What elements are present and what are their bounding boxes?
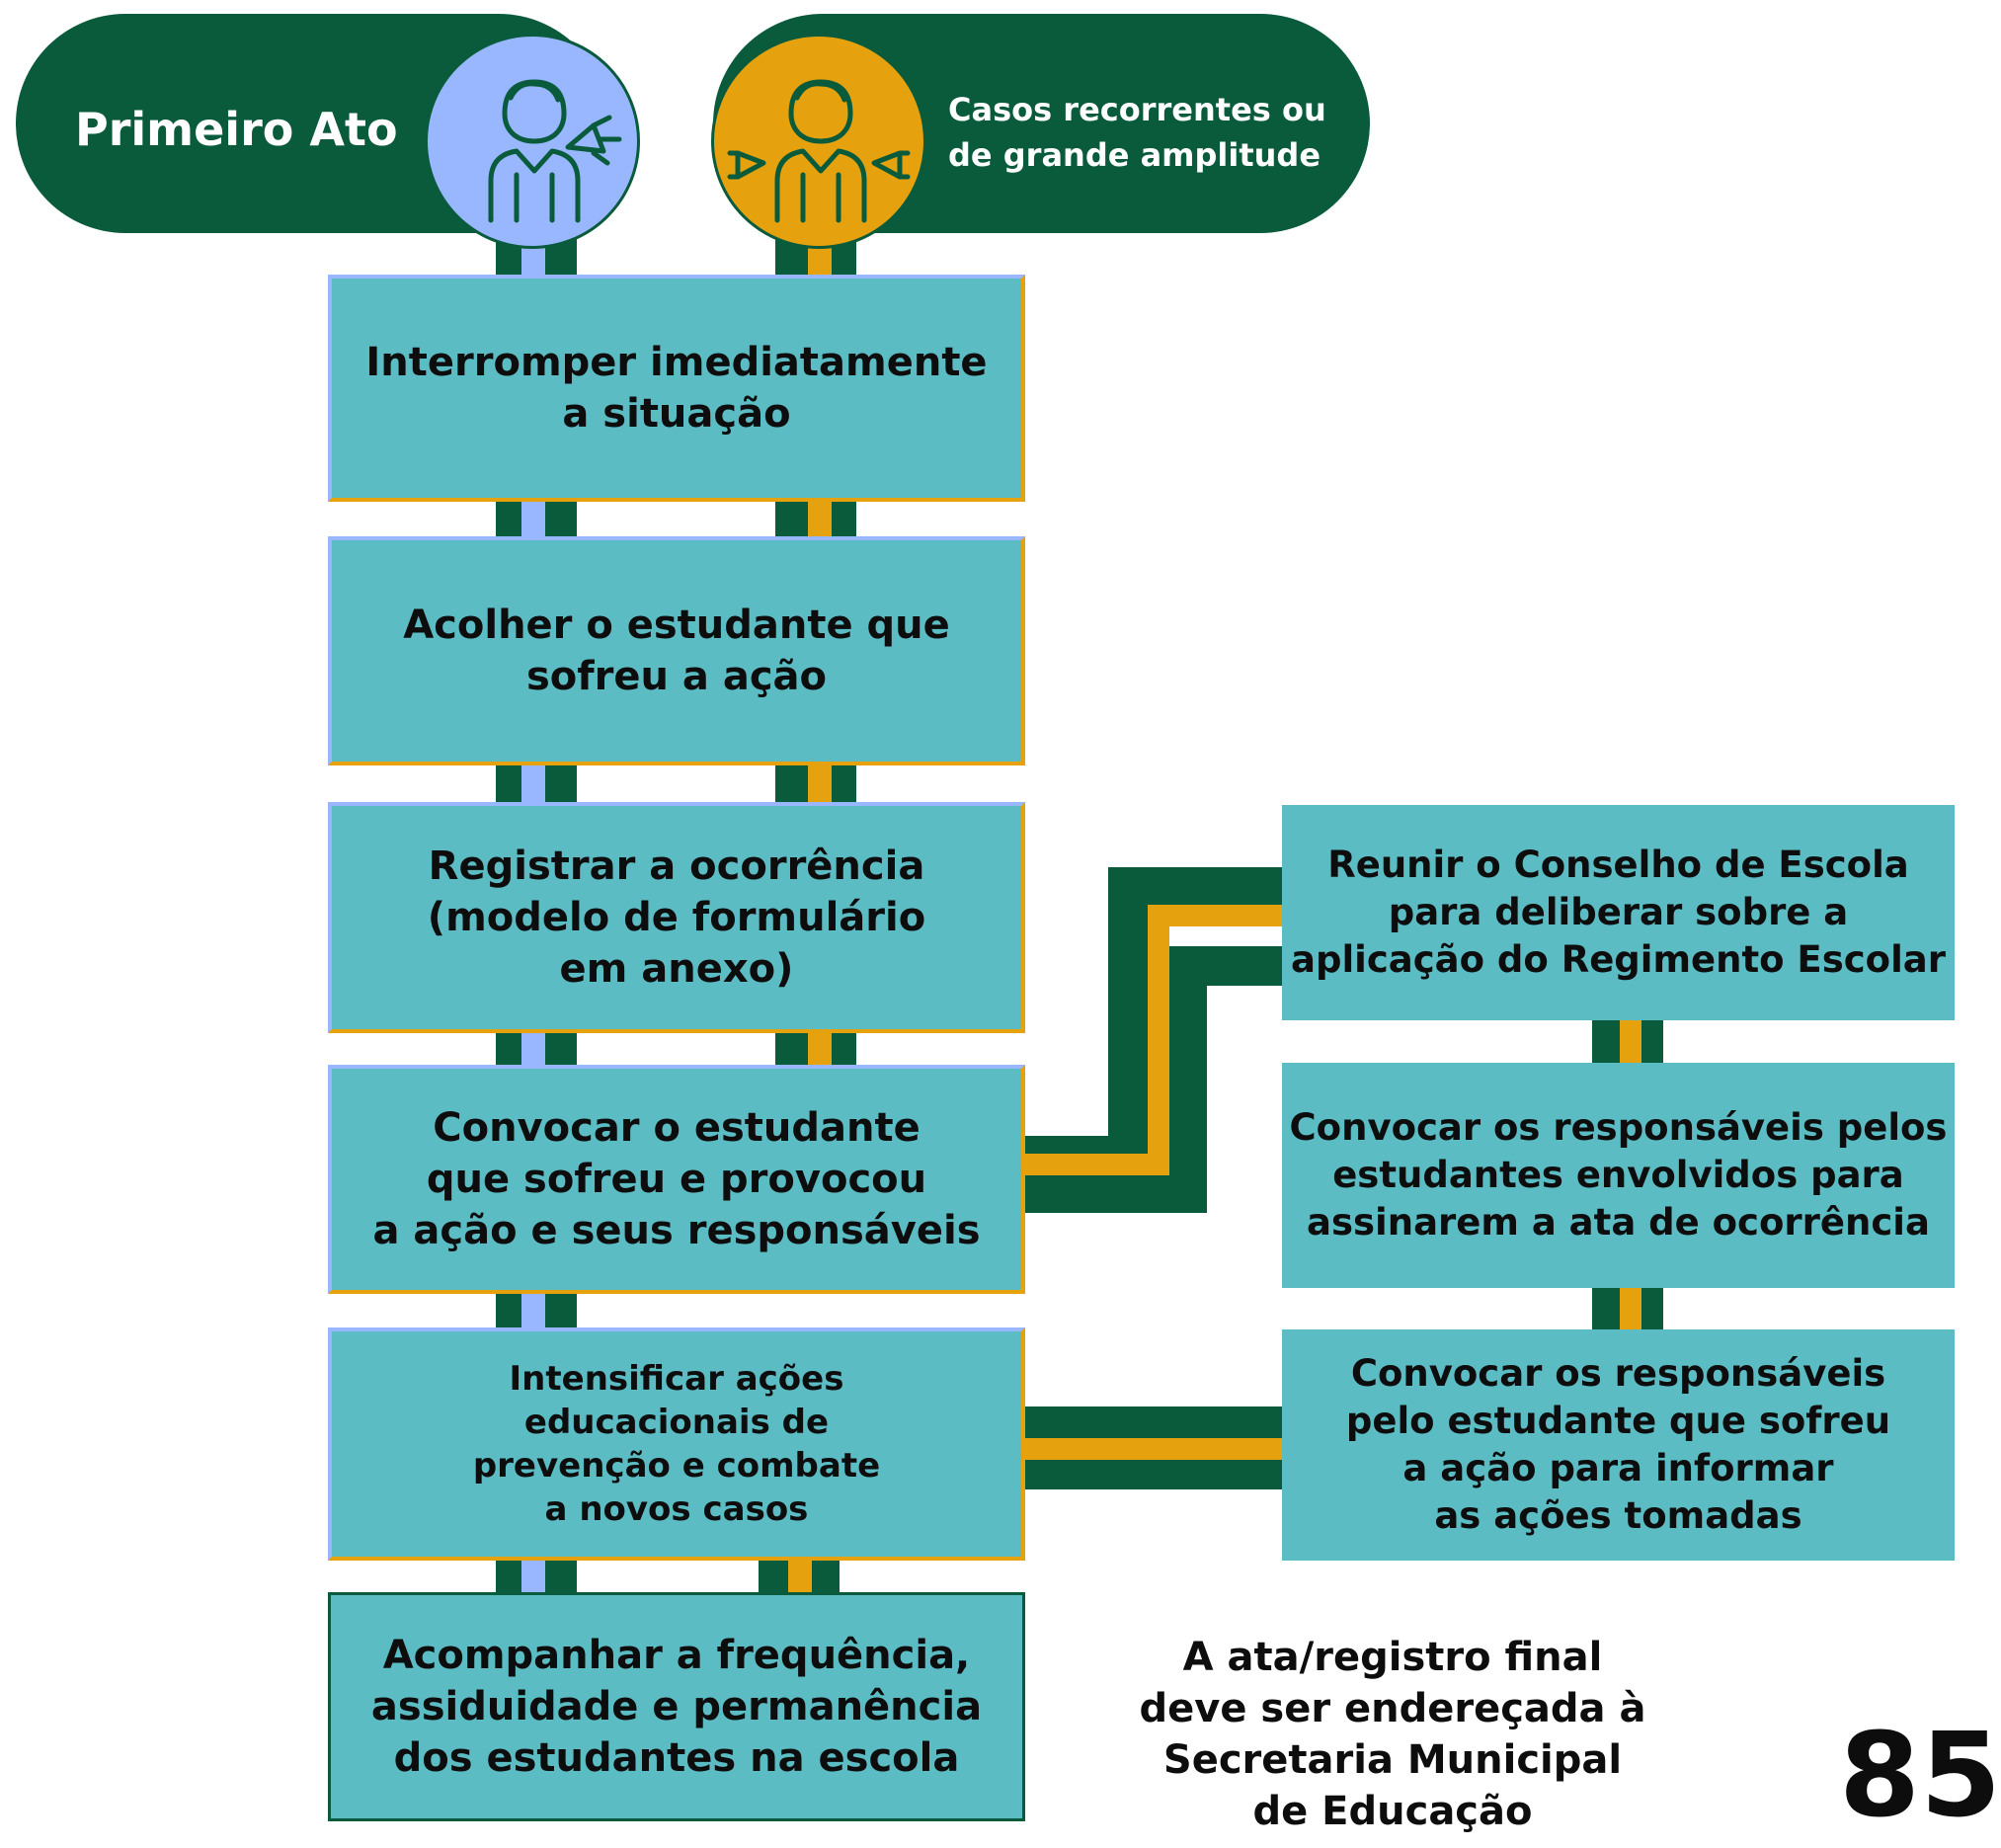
branch-upper-orange-v [1148,905,1169,1175]
step-acolher: Acolher o estudante que sofreu a ação [328,536,1025,765]
branch-upper-orange-h2 [1148,905,1284,926]
connector-3-4-orange [808,1029,832,1069]
step-acompanhar: Acompanhar a frequência, assiduidade e p… [328,1592,1025,1821]
side-step-reunir-conselho-text: Reunir o Conselho de Escola para deliber… [1291,843,1946,982]
branch-lower-orange [1021,1438,1284,1460]
branch-upper-dark-v [1108,867,1148,1175]
step-interromper: Interromper imediatamente a situação [328,275,1025,502]
step-acompanhar-text: Acompanhar a frequência, assiduidade e p… [370,1633,983,1781]
side-step-convocar-responsaveis-text: Convocar os responsáveis pelos estudante… [1289,1105,1948,1245]
step-acolher-text: Acolher o estudante que sofreu a ação [403,603,950,699]
page-number: 85 [1839,1707,2001,1843]
side-step-reunir-conselho: Reunir o Conselho de Escola para deliber… [1282,805,1955,1020]
branch-upper-orange-h1 [1021,1154,1150,1175]
person-with-two-megaphones-icon [711,34,926,249]
step-convocar: Convocar o estudante que sofreu e provoc… [328,1065,1025,1294]
step-intensificar-text: Intensificar ações educacionais de preve… [472,1358,881,1530]
connector-5-6-blue [521,1559,545,1594]
side-step-informar-acoes-text: Convocar os responsáveis pelo estudante … [1345,1351,1891,1538]
footer-note: A ata/registro final deve ser endereçada… [1139,1635,1646,1834]
connector-5-6-orange [788,1559,812,1594]
step-intensificar: Intensificar ações educacionais de preve… [328,1327,1025,1561]
step-registrar-text: Registrar a ocorrência (modelo de formul… [427,844,926,992]
connector-2-3-blue [521,763,545,806]
recurring-cases-label: Casos recorrentes ou de grande amplitude [948,91,1326,175]
connector-1-2-blue [521,499,545,538]
branch-upper-dark-h4 [1167,946,1284,986]
side-step-convocar-responsaveis: Convocar os responsáveis pelos estudante… [1282,1063,1955,1288]
connector-4-5-blue [521,1290,545,1329]
first-act-label: Primeiro Ato [75,103,398,156]
branch-lower-dark-1 [1021,1406,1284,1438]
step-convocar-text: Convocar o estudante que sofreu e provoc… [372,1105,981,1253]
branch-upper-dark-h3 [1021,1173,1207,1213]
right-connector-2-orange [1620,1286,1641,1331]
side-step-informar-acoes: Convocar os responsáveis pelo estudante … [1282,1329,1955,1561]
connector-1-2-orange [808,499,832,538]
right-connector-1-orange [1620,1017,1641,1065]
branch-upper-dark-v2 [1167,946,1207,1205]
step-registrar: Registrar a ocorrência (modelo de formul… [328,802,1025,1033]
person-with-megaphone-icon [425,34,640,249]
connector-2-3-orange [808,763,832,806]
connector-3-4-blue [521,1029,545,1069]
step-interromper-text: Interromper imediatamente a situação [365,340,988,437]
branch-lower-dark-2 [1021,1460,1284,1489]
branch-upper-dark-h2 [1108,867,1284,907]
